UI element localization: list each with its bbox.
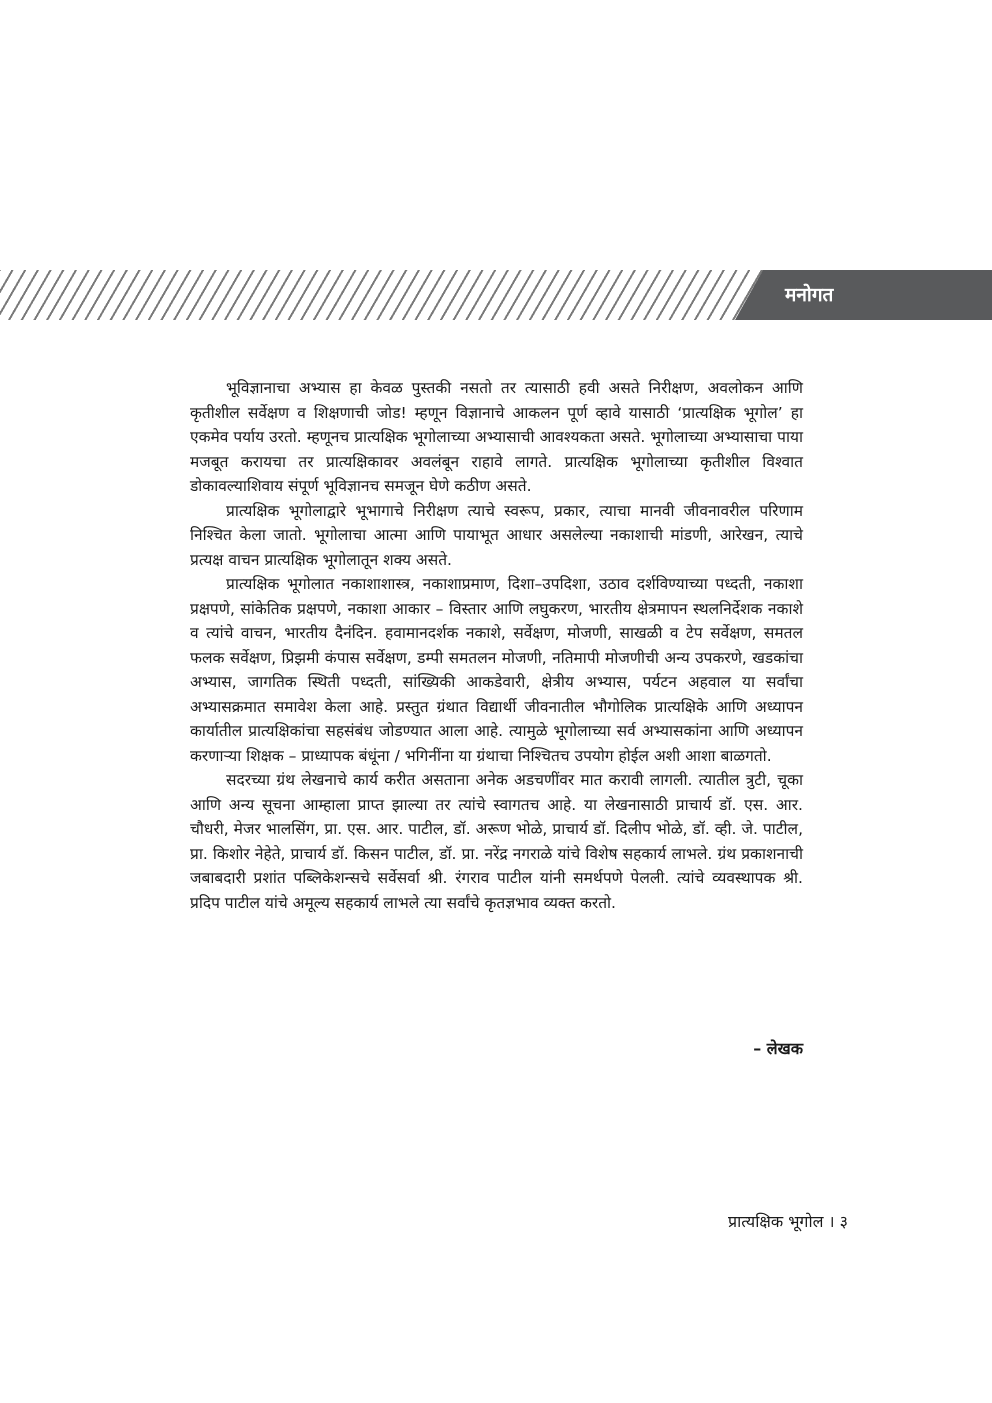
section-header-band: मनोगत [0, 270, 992, 320]
paragraph: सदरच्या ग्रंथ लेखनाचे कार्य करीत असताना … [190, 771, 803, 912]
section-title: मनोगत [785, 284, 834, 306]
body-text: भूविज्ञानाचा अभ्यास हा केवळ पुस्तकी नसतो… [190, 376, 803, 915]
title-box [735, 270, 992, 320]
paragraph: प्रात्यक्षिक भूगोलाद्वारे भूभागाचे निरीक… [190, 501, 803, 569]
paragraph: प्रात्यक्षिक भूगोलात नकाशाशास्त्र, नकाशा… [190, 575, 803, 765]
page-footer: प्रात्यक्षिक भूगोल । ३ [728, 1212, 848, 1231]
author-signature: – लेखक [753, 1039, 803, 1058]
paragraph: भूविज्ञानाचा अभ्यास हा केवळ पुस्तकी नसतो… [190, 379, 803, 495]
hatch-pattern [0, 270, 770, 320]
